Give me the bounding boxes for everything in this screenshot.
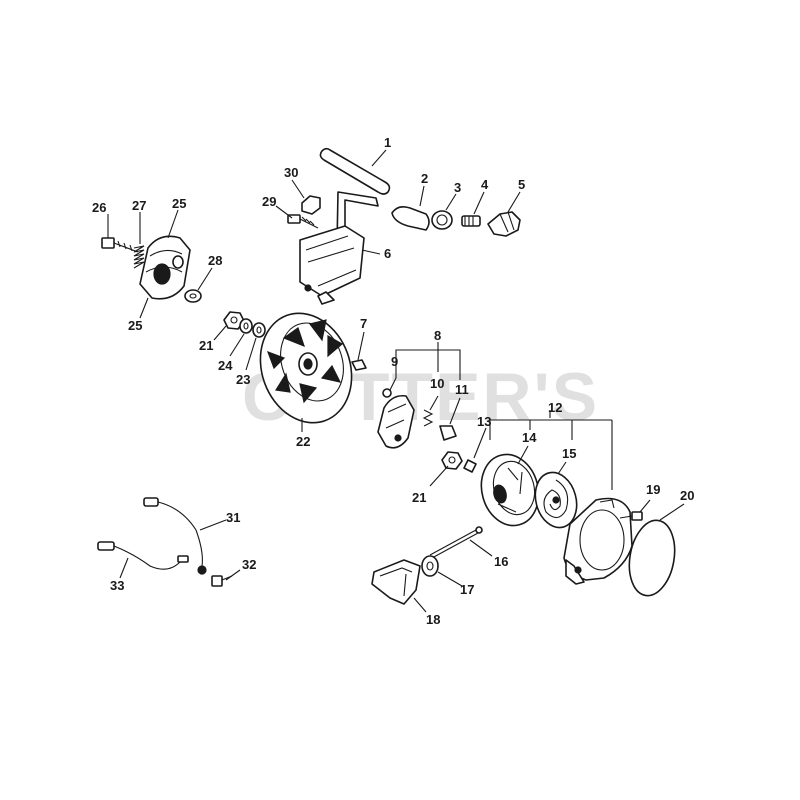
callout-3: 3 <box>454 180 461 195</box>
part-32-screw <box>211 575 233 587</box>
callout-15: 15 <box>562 446 576 461</box>
part-22-flywheel <box>259 312 353 424</box>
callout-16: 16 <box>494 554 508 569</box>
part-8-pawl-carrier <box>377 394 415 449</box>
callout-32: 32 <box>242 557 256 572</box>
part-21-nut-lower <box>441 451 463 470</box>
part-25-clutch-shoe <box>139 235 191 300</box>
part-33-wire <box>97 541 189 570</box>
part-30-nut <box>301 195 321 215</box>
callout-4: 4 <box>481 177 489 192</box>
part-6-ignition-coil <box>299 225 365 305</box>
part-20-gasket <box>628 519 676 597</box>
callout-11: 11 <box>455 382 469 397</box>
callout-17: 17 <box>460 582 474 597</box>
part-9-pin <box>382 388 392 398</box>
part-2-boot <box>391 206 430 231</box>
callout-21b: 21 <box>412 490 426 505</box>
callout-14: 14 <box>522 430 537 445</box>
part-15-recoil-spring <box>534 471 578 529</box>
callout-6: 6 <box>384 246 391 261</box>
part-26-clutch-bolt <box>101 237 139 253</box>
part-11-pawl <box>439 425 457 441</box>
callout-8: 8 <box>434 328 441 343</box>
callout-21a: 21 <box>199 338 213 353</box>
callout-27: 27 <box>132 198 146 213</box>
part-31-wire <box>143 497 207 575</box>
part-27-clutch-spring <box>133 245 145 269</box>
part-29-bolt <box>287 214 319 229</box>
callout-9: 9 <box>391 354 398 369</box>
callout-29: 29 <box>262 194 276 209</box>
callout-7: 7 <box>360 316 367 331</box>
callout-25b: 25 <box>128 318 142 333</box>
callout-labels: 1 2 3 4 5 6 7 8 9 10 11 12 13 14 15 16 1… <box>92 135 694 627</box>
callout-23: 23 <box>236 372 250 387</box>
part-14-pulley <box>480 453 540 527</box>
callout-13: 13 <box>477 414 491 429</box>
part-3-cap <box>431 210 453 230</box>
part-23-washer <box>252 322 266 338</box>
part-13-screw <box>463 459 477 473</box>
part-12-starter-housing <box>563 497 633 585</box>
callout-1: 1 <box>384 135 391 150</box>
callout-18: 18 <box>426 612 440 627</box>
callout-28: 28 <box>208 253 222 268</box>
part-24-washer <box>239 318 253 334</box>
callout-33: 33 <box>110 578 124 593</box>
callout-25a: 25 <box>172 196 186 211</box>
callout-20: 20 <box>680 488 694 503</box>
callout-5: 5 <box>518 177 525 192</box>
leader-lines <box>107 149 685 613</box>
callout-19: 19 <box>646 482 660 497</box>
part-4-fitting <box>461 215 481 227</box>
part-16-starter-rope <box>429 526 483 559</box>
part-28-washer <box>184 289 202 303</box>
callout-2: 2 <box>421 171 428 186</box>
part-7-key <box>351 359 367 371</box>
callout-22: 22 <box>296 434 310 449</box>
callout-10: 10 <box>430 376 444 391</box>
part-10-spring <box>422 409 434 427</box>
part-18-starter-handle <box>371 559 421 605</box>
callout-31: 31 <box>226 510 240 525</box>
callout-26: 26 <box>92 200 106 215</box>
part-19-screw <box>619 511 643 521</box>
callout-24: 24 <box>218 358 233 373</box>
part-17-handle-insert <box>421 555 439 577</box>
callout-12: 12 <box>548 400 562 415</box>
part-5-spark-plug <box>487 211 521 237</box>
callout-30: 30 <box>284 165 298 180</box>
